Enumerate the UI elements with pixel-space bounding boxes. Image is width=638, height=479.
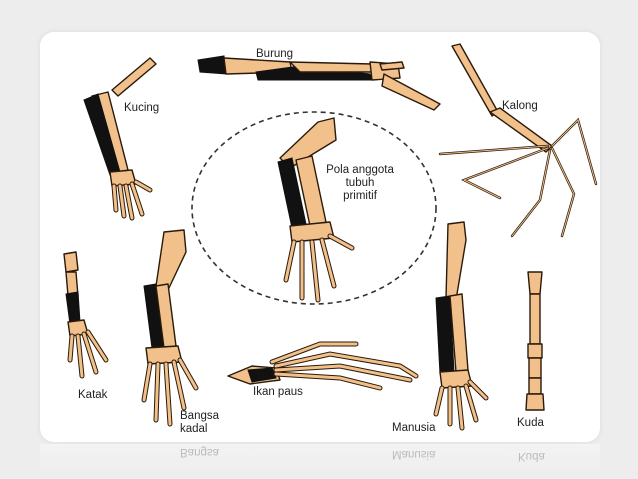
whale-limb [227, 341, 419, 391]
cat-limb [83, 57, 157, 221]
label-pola-line2: tubuh [345, 177, 375, 189]
label-manusia: Manusia [392, 422, 436, 434]
label-bangsa-kadal: Bangsa kadal [180, 410, 219, 436]
bird-limb [197, 55, 441, 111]
label-ikan-paus: Ikan paus [253, 386, 303, 398]
label-pola-line1: Pola anggota [326, 164, 394, 176]
label-pola-anggota-tubuh-primitif: Pola anggota tubuh primitif [310, 164, 410, 203]
primitive-pattern-circle [191, 111, 437, 305]
slide-reflection: Bangsa Manusia Kuda [40, 444, 600, 479]
label-katak: Katak [78, 389, 108, 401]
label-kalong: Kalong [502, 100, 538, 112]
bat-limb [438, 43, 598, 238]
label-kuda: Kuda [517, 417, 544, 429]
reflection-label-bangsa: Bangsa [180, 446, 220, 458]
label-kucing: Kucing [124, 102, 160, 114]
frog-limb [63, 251, 109, 379]
horse-limb [525, 271, 545, 411]
human-limb [433, 221, 489, 431]
label-burung: Burung [256, 48, 294, 60]
reflection-label-manusia: Manusia [392, 448, 436, 460]
label-bangsa-line1: Bangsa [180, 410, 220, 422]
primitive-limb [277, 117, 355, 303]
label-pola-line3: primitif [343, 190, 377, 202]
reflection-label-kuda: Kuda [518, 450, 545, 462]
lizard-limb [141, 229, 199, 427]
label-bangsa-line2: kadal [180, 423, 208, 435]
